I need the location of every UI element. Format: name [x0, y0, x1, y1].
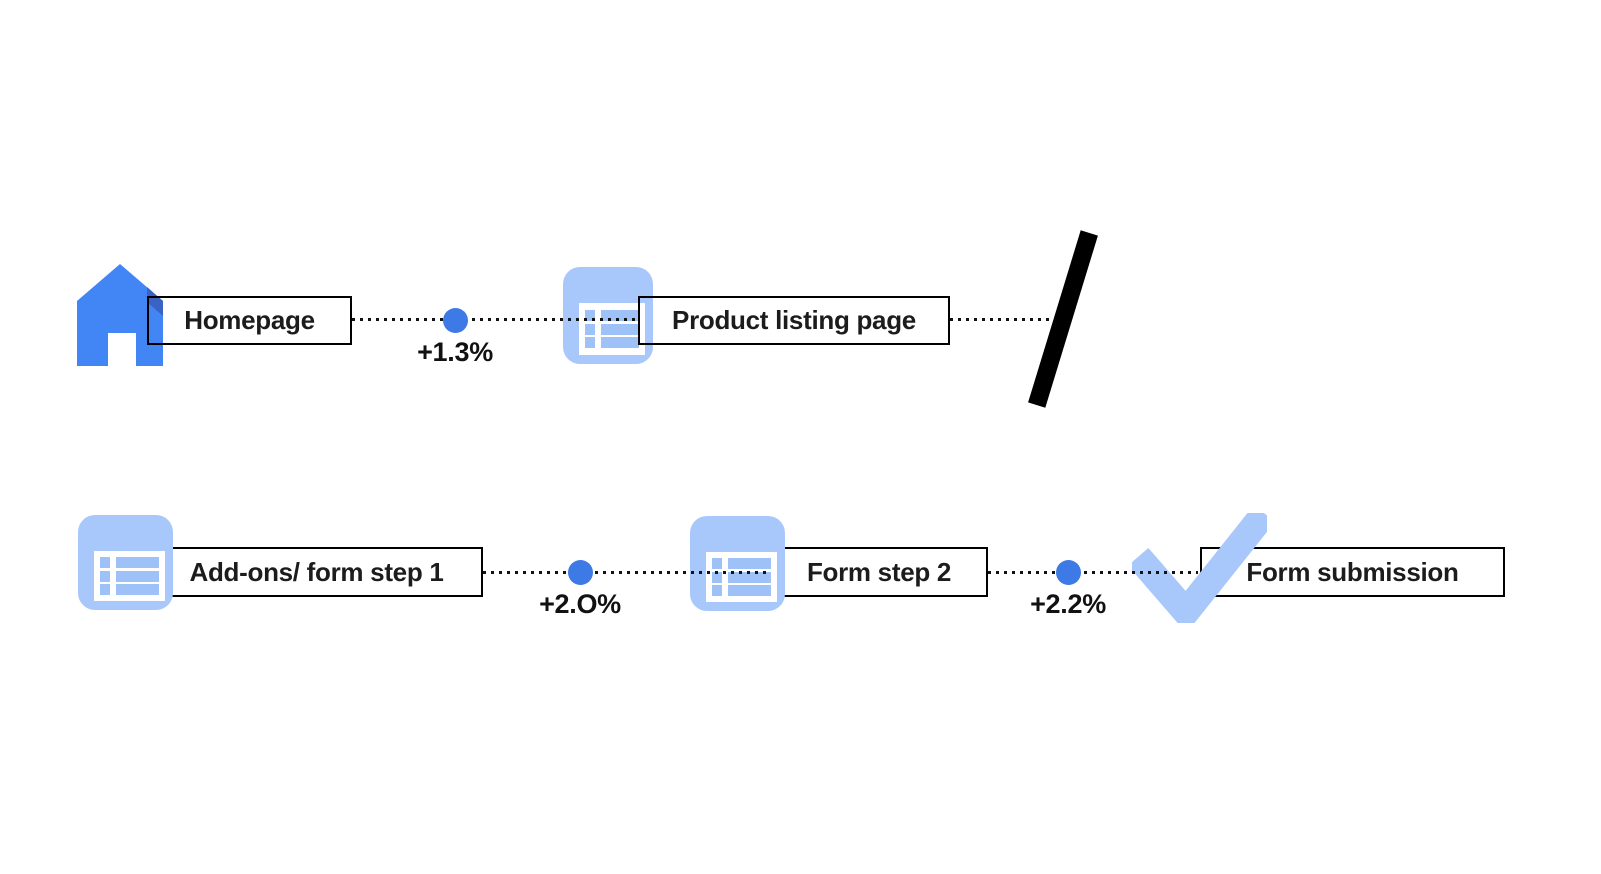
dotted-connector [483, 571, 770, 574]
list-icon-row [712, 558, 771, 570]
step-box-product-listing: Product listing page [638, 296, 950, 345]
list-icon-row [585, 323, 639, 335]
list-icon-paper [579, 303, 645, 355]
home-icon-roof-shade [147, 287, 163, 316]
list-icon [563, 267, 653, 364]
connector-dot [443, 308, 468, 333]
step-box-homepage: Homepage [147, 296, 352, 345]
list-icon-row [100, 583, 159, 595]
step-box-form-submission: Form submission [1200, 547, 1505, 597]
list-icon [78, 515, 173, 610]
list-icon-row [100, 557, 159, 569]
uplift-label: +1.3% [417, 337, 493, 367]
home-icon [77, 264, 163, 366]
list-icon-paper [706, 552, 777, 602]
step-box-form-step-2: Form step 2 [770, 547, 988, 597]
list-icon-paper [94, 551, 165, 601]
connector-dot [568, 560, 593, 585]
dotted-connector [950, 318, 1052, 321]
list-icon-row [100, 570, 159, 582]
list-icon-row [585, 309, 639, 321]
step-box-addons: Add-ons/ form step 1 [150, 547, 483, 597]
connector-dot [1056, 560, 1081, 585]
check-icon [1132, 513, 1267, 623]
dotted-connector [352, 318, 638, 321]
step-label-homepage: Homepage [184, 305, 315, 335]
step-label-form-submission: Form submission [1246, 556, 1459, 587]
list-icon-row [712, 584, 771, 596]
uplift-label: +2.O% [539, 589, 621, 619]
list-icon [690, 516, 785, 611]
step-label-form-step-2: Form step 2 [806, 556, 952, 587]
step-label-addons: Add-ons/ form step 1 [189, 556, 444, 587]
uplift-label: +2.2% [1030, 589, 1106, 619]
step-label-product-listing: Product listing page [672, 305, 916, 335]
list-icon-row [712, 571, 771, 583]
dotted-connector [988, 571, 1198, 574]
list-icon-row [585, 337, 639, 349]
